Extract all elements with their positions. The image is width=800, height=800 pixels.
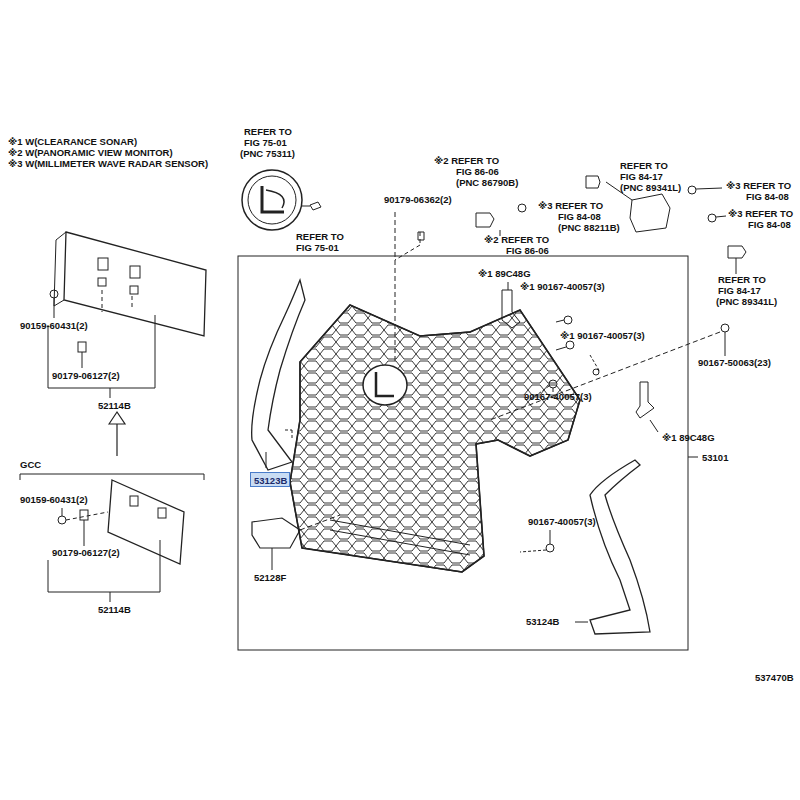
callout-label: ※3 W(MILLIMETER WAVE RADAR SENSOR): [8, 158, 208, 169]
callout-label: (PNC 86790B): [456, 177, 518, 188]
callout-label: (PNC 88211B): [558, 222, 620, 233]
callout-label: 53101: [702, 452, 728, 463]
callout-label: FIG 86-06: [506, 245, 549, 256]
callout-label: 90179-06362(2): [384, 194, 452, 205]
callout-label: FIG 84-17: [620, 171, 663, 182]
callout-label: ※1 90167-40057(3): [520, 281, 605, 292]
callout-label: ※2 REFER TO: [434, 155, 499, 166]
callout-label: FIG 84-08: [558, 211, 601, 222]
callout-label: ※1 90167-40057(3): [560, 330, 645, 341]
callout-label: ※3 REFER TO: [726, 180, 791, 191]
callout-label: 90167-50063(23): [698, 357, 771, 368]
highlighted-part-number: 53123B: [250, 472, 290, 487]
callout-label: 90159-60431(2): [20, 494, 88, 505]
callout-label: (PNC 75311): [240, 148, 295, 159]
callout-label: REFER TO: [620, 160, 668, 171]
callout-label: GCC: [20, 459, 41, 470]
callout-label: ※3 REFER TO: [538, 200, 603, 211]
callout-label: REFER TO: [244, 126, 292, 137]
callout-label: ※1 89C48G: [662, 432, 715, 443]
callout-label: FIG 84-08: [746, 191, 789, 202]
callout-label: 90167-40057(3): [524, 391, 592, 402]
callout-label: ※1 89C48G: [478, 268, 531, 279]
callout-label: FIG 84-17: [718, 285, 761, 296]
callout-label: (PNC 89341L): [620, 182, 681, 193]
callout-label: ※2 REFER TO: [484, 234, 549, 245]
callout-label: 90179-06127(2): [52, 370, 120, 381]
callout-label: REFER TO: [718, 274, 766, 285]
callout-label: (PNC 89341L): [716, 296, 777, 307]
callout-label: ※3 REFER TO: [728, 208, 793, 219]
callout-label: 53124B: [526, 616, 559, 627]
callout-label: FIG 75-01: [244, 137, 287, 148]
callout-label: REFER TO: [296, 231, 344, 242]
callout-label: 537470B: [755, 672, 794, 683]
callout-label: FIG 84-08: [748, 219, 791, 230]
callout-label: FIG 86-06: [456, 166, 499, 177]
callout-label: ※2 W(PANORAMIC VIEW MONITOR): [8, 147, 173, 158]
callout-number: 53123B: [254, 475, 286, 486]
callout-label: 52114B: [98, 400, 131, 411]
callout-label: 90179-06127(2): [52, 547, 120, 558]
callout-label: 52114B: [98, 604, 131, 615]
callout-label: 52128F: [254, 572, 286, 583]
callout-label: FIG 75-01: [296, 242, 339, 253]
callout-label: 90167-40057(3): [528, 516, 596, 527]
callout-label: 90159-60431(2): [20, 320, 88, 331]
callout-label: ※1 W(CLEARANCE SONAR): [8, 136, 137, 147]
